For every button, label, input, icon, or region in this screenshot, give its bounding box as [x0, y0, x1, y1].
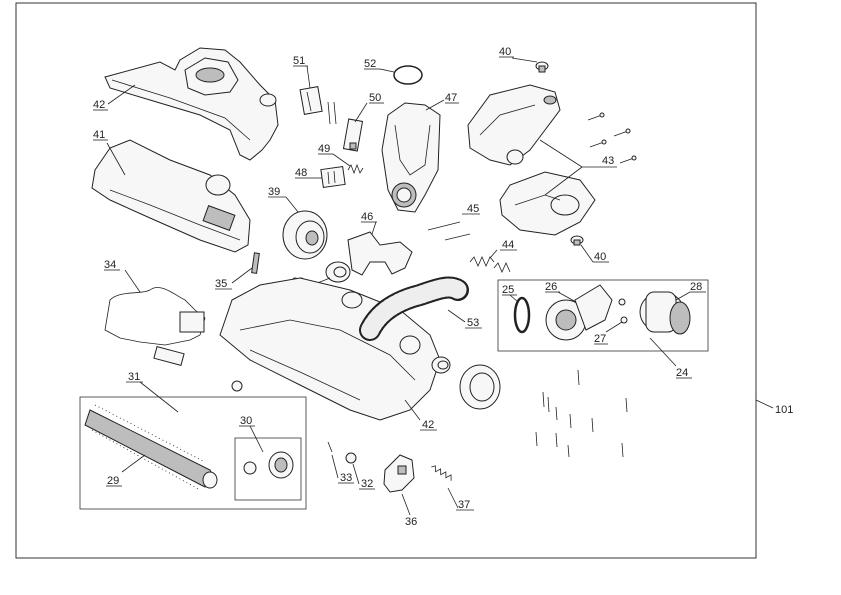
part-35-pin[interactable]: [251, 252, 260, 274]
part-bushing-right[interactable]: [431, 356, 451, 374]
label-47: 47: [445, 92, 457, 104]
part-44-spring[interactable]: [469, 256, 511, 273]
label-43: 43: [602, 155, 614, 167]
label-24: 24: [676, 367, 688, 379]
part-49-spring[interactable]: [347, 163, 364, 175]
diagram-frame: [15, 2, 757, 559]
label-101: 101: [775, 404, 793, 416]
part-37-spring[interactable]: [430, 464, 453, 481]
part-39-wheel[interactable]: [282, 210, 328, 260]
part-40-nut-top[interactable]: [535, 61, 549, 73]
part-33-pin[interactable]: [327, 441, 333, 453]
part-36-latch[interactable]: [383, 454, 415, 493]
label-48: 48: [295, 167, 307, 179]
part-25-belt[interactable]: [513, 296, 531, 334]
part-34-harness[interactable]: [104, 287, 206, 367]
label-25: 25: [502, 284, 514, 296]
label-28: 28: [690, 281, 702, 293]
label-45: 45: [467, 203, 479, 215]
part-45-pins[interactable]: [427, 221, 471, 241]
label-33: 33: [340, 472, 352, 484]
part-48-plate[interactable]: [320, 165, 346, 189]
part-pins: [327, 101, 337, 125]
label-26: 26: [545, 281, 557, 293]
part-32-knob[interactable]: [345, 452, 357, 464]
part-41-hood[interactable]: [91, 139, 251, 253]
label-31: 31: [128, 371, 140, 383]
label-51: 51: [293, 55, 305, 67]
part-screws-43: [587, 112, 637, 164]
label-42-top: 42: [93, 99, 105, 111]
label-39: 39: [268, 186, 280, 198]
label-32: 32: [361, 478, 373, 490]
label-40-bottom: 40: [594, 251, 606, 263]
part-43-motor-cover[interactable]: [467, 84, 596, 236]
label-53: 53: [467, 317, 479, 329]
part-30-endcap[interactable]: [243, 451, 294, 479]
part-52-ring[interactable]: [393, 65, 423, 85]
label-30: 30: [240, 415, 252, 427]
part-46-bracket[interactable]: [347, 231, 413, 276]
part-50-latch[interactable]: [342, 118, 364, 152]
label-37: 37: [458, 499, 470, 511]
end-cap-box: [234, 437, 302, 501]
part-38-bushing[interactable]: [325, 261, 351, 283]
label-27: 27: [594, 333, 606, 345]
part-42-top-cover[interactable]: [104, 47, 279, 161]
label-42-base: 42: [422, 419, 434, 431]
part-51-clip[interactable]: [299, 86, 323, 115]
label-49: 49: [318, 143, 330, 155]
part-47-housing[interactable]: [381, 102, 441, 213]
label-46: 46: [361, 211, 373, 223]
part-53-hose[interactable]: [359, 276, 469, 341]
part-wheel-right[interactable]: [459, 364, 501, 410]
part-27-screws[interactable]: [618, 298, 628, 324]
brush-assembly-box: [79, 396, 307, 510]
part-screws-scattered: [535, 369, 628, 458]
label-35: 35: [215, 278, 227, 290]
label-41: 41: [93, 129, 105, 141]
part-28-motor[interactable]: [639, 291, 691, 335]
label-34: 34: [104, 259, 116, 271]
label-44: 44: [502, 239, 514, 251]
label-36: 36: [405, 516, 417, 528]
label-40-top: 40: [499, 46, 511, 58]
part-40-nut-bottom[interactable]: [570, 235, 584, 246]
part-small-knob: [231, 380, 243, 392]
label-50: 50: [369, 92, 381, 104]
label-52: 52: [364, 58, 376, 70]
part-29-brushroll[interactable]: [84, 404, 218, 491]
label-29: 29: [107, 475, 119, 487]
motor-assembly-box: [497, 279, 709, 352]
part-26-gearbox[interactable]: [545, 284, 613, 341]
